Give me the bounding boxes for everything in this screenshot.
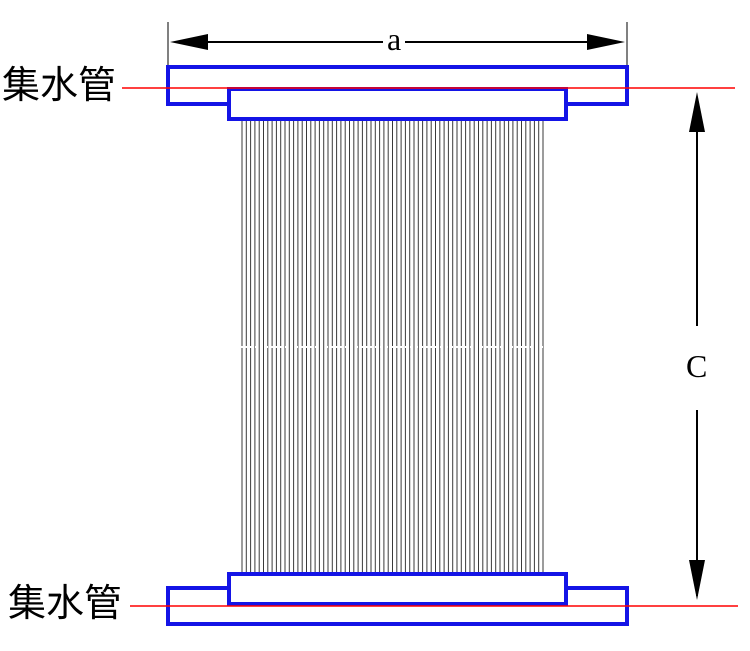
top-collector-inner: [227, 87, 568, 121]
arrow-left-icon: [170, 34, 208, 50]
top-collector-label: 集水管: [2, 63, 117, 107]
arrow-down-icon: [689, 560, 705, 600]
dimension-label-c: C: [682, 350, 712, 382]
dimension-label-a: a: [383, 23, 406, 55]
bottom-collector-inner: [227, 572, 568, 606]
arrow-up-icon: [689, 92, 705, 132]
bottom-collector-label: 集水管: [8, 581, 123, 625]
arrow-right-icon: [587, 34, 625, 50]
